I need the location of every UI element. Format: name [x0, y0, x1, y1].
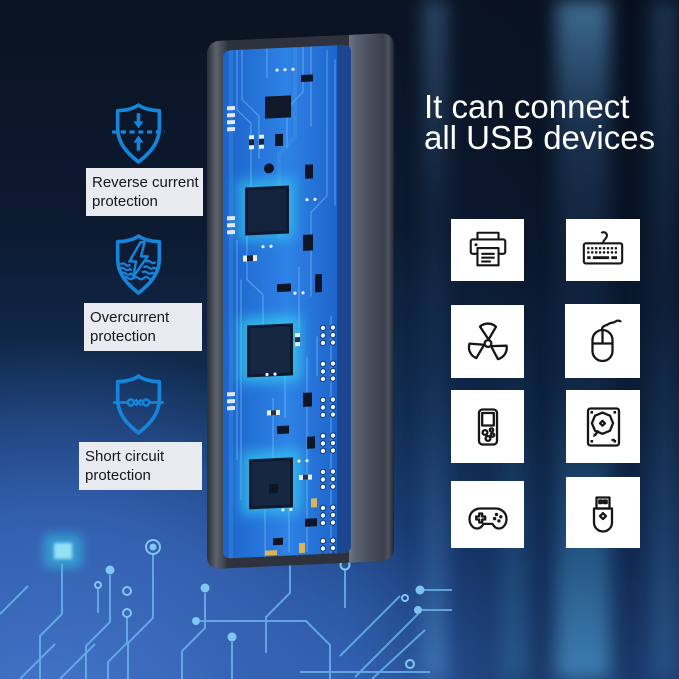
keyboard-icon [582, 231, 624, 265]
printer-icon [469, 231, 506, 267]
usb-device-mouse [565, 304, 640, 378]
usb-device-fan [451, 305, 524, 378]
short-circuit-shield-icon [113, 374, 164, 435]
gamepad-icon [467, 506, 508, 530]
overcurrent-shield-icon [115, 234, 162, 295]
headline: It can connect all USB devices [424, 88, 656, 156]
protection-label: Reverse current protection [86, 168, 203, 216]
circuit-pattern-background [0, 534, 452, 679]
usb-device-game-console [451, 390, 524, 463]
mouse-icon [590, 319, 622, 363]
usb-device-hard-drive [566, 390, 640, 463]
usb-hub-product-photo [207, 32, 394, 574]
headline-line2: all USB devices [424, 118, 656, 156]
hard-drive-icon [586, 406, 621, 447]
usb-device-flash-drive [566, 477, 640, 548]
fan-icon [464, 321, 510, 362]
handheld-game-console-icon [477, 407, 498, 446]
reverse-current-shield-icon [112, 103, 165, 164]
protection-label: Short circuit protection [79, 442, 202, 490]
usb-device-printer [451, 219, 524, 281]
pcb-image [207, 32, 394, 570]
usb-device-keyboard [566, 219, 640, 281]
usb-flash-drive-icon [592, 495, 614, 533]
protection-label: Overcurrent protection [84, 303, 202, 351]
usb-device-gamepad [451, 481, 524, 548]
headline-line1: It can connect [424, 88, 630, 125]
